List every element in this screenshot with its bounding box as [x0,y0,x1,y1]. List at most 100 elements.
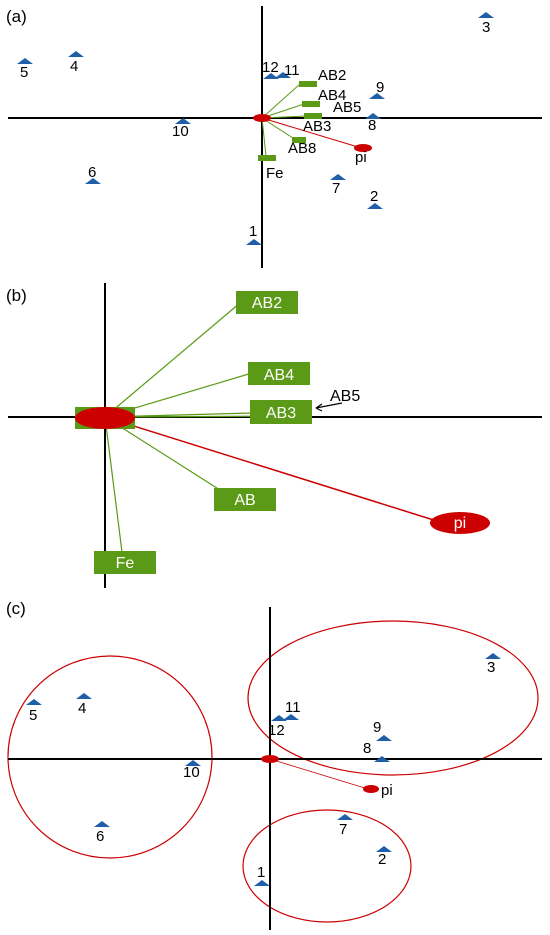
panel-a-point-label: 8 [368,117,376,134]
triangle-marker-icon [185,760,201,766]
panel-b: (b) AB2 AB4 AB3 AB5 AB [6,283,542,588]
panel-c-target-label: pi [381,782,393,799]
triangle-marker-icon [17,58,33,64]
panel-a-vector-box [292,137,306,143]
triangle-marker-icon [94,821,110,827]
panel-a-vector-label: AB4 [318,87,346,104]
triangle-marker-icon [263,73,279,79]
triangle-marker-icon [376,735,392,741]
panel-a-point-label: 7 [332,180,340,197]
triangle-marker-icon [283,714,299,720]
panel-b-vector-box [236,291,298,314]
panel-a-vector-box [258,155,276,161]
panel-a-point-label: 6 [88,164,96,181]
panel-a-vector-label: AB2 [318,67,346,84]
panel-c-point-label: 6 [96,828,104,845]
panel-a-vector-line [261,83,301,119]
panel-a-point-label: 4 [70,58,78,75]
triangle-marker-icon [254,880,270,886]
triangle-marker-icon [485,653,501,659]
panel-a-vector-label: Fe [266,165,284,182]
panel-a-point-label: 10 [172,123,189,140]
ellipse-origin-icon [75,407,135,429]
triangle-marker-icon [330,174,346,180]
panel-a-label: (a) [6,7,27,26]
panel-a-vector-label: AB8 [288,140,316,157]
panel-b-vector-label: AB4 [264,367,294,384]
panel-c-point-label: 10 [183,764,200,781]
panel-c-point-label: 5 [29,707,37,724]
triangle-marker-icon [68,51,84,57]
arrow-head-icon [315,403,323,412]
panel-b-label: (b) [6,286,27,305]
panel-b-annotation-arrow [315,402,343,409]
triangle-marker-icon [367,203,383,209]
panel-c-point-label: 4 [78,700,86,717]
panel-c-point-label: 11 [285,699,301,716]
panel-a-point-label: 11 [284,62,300,79]
panel-a-vector-box [302,101,320,107]
triangle-marker-icon [271,715,287,721]
panel-a-target-label: pi [355,149,367,166]
panel-b-target-marker [430,512,490,534]
triangle-marker-icon [26,699,42,705]
triangle-marker-icon [175,118,191,124]
triangle-marker-icon [337,814,353,820]
panel-a-vector-line [261,117,297,141]
panel-a-point-label: 12 [262,59,279,76]
panel-a-point-label: 1 [249,223,257,240]
triangle-marker-icon [76,693,92,699]
panel-c-point-label: 8 [363,740,371,757]
panel-b-vector-label: AB5 [330,388,360,405]
panel-a-point-label: 9 [376,79,384,96]
panel-b-vector-label: AB [234,492,255,509]
panel-b-vector-line [104,416,123,553]
panel-a-target-marker [354,144,372,152]
panel-a-vector-label: AB3 [303,118,331,135]
triangle-marker-icon [246,239,262,245]
panel-a-vector-label: AB5 [333,99,361,116]
panel-c-label: (c) [6,599,26,618]
panel-a: (a) AB2 AB4 AB5 AB3 AB8 Fe pi [6,6,542,268]
panel-b-vector-label: Fe [116,555,135,572]
panel-b-vector-label: AB2 [252,295,282,312]
panel-c-point-label: 12 [268,722,285,739]
triangle-marker-icon [365,113,381,119]
panel-b-target-line [104,416,441,523]
panel-a-point-label: 3 [482,19,490,36]
panel-b-vector-box [214,488,276,511]
panel-b-vector-box [94,551,156,574]
panel-c-cluster-ellipse [247,620,539,776]
panel-b-vector-label: AB3 [266,405,296,422]
panel-c-target-line [269,758,369,790]
panel-b-vector-line [104,416,221,491]
panel-c-point-label: 3 [487,659,495,676]
ellipse-origin-icon [261,755,279,763]
panel-a-point-label: 5 [20,64,28,81]
panel-c-target-marker [363,785,379,793]
panel-c-cluster-ellipse [242,809,412,923]
triangle-marker-icon [369,93,385,99]
panel-a-vector-box [299,81,317,87]
panel-a-target-line [261,117,359,148]
panel-a-point-label: 2 [370,188,378,205]
panel-b-target-label: pi [454,515,466,532]
panel-b-vector-box [250,400,312,424]
panel-a-vector-box [304,113,322,119]
triangle-marker-icon [275,72,291,78]
triangle-marker-icon [478,12,494,18]
triangle-marker-icon [85,178,101,184]
panel-c-point-label: 1 [257,864,265,881]
panel-b-vector-box [248,362,310,385]
panel-c-point-label: 7 [339,821,347,838]
ellipse-origin-icon [253,114,271,122]
panel-c-cluster-ellipse [7,655,213,859]
panel-c-point-label: 2 [378,851,386,868]
triangle-marker-icon [376,846,392,852]
triangle-marker-icon [374,756,390,762]
panel-c: (c) pi 1 2 3 [6,599,542,930]
panel-c-point-label: 9 [373,719,381,736]
panel-b-vector-line [104,302,241,418]
panel-a-vector-line [261,117,267,157]
